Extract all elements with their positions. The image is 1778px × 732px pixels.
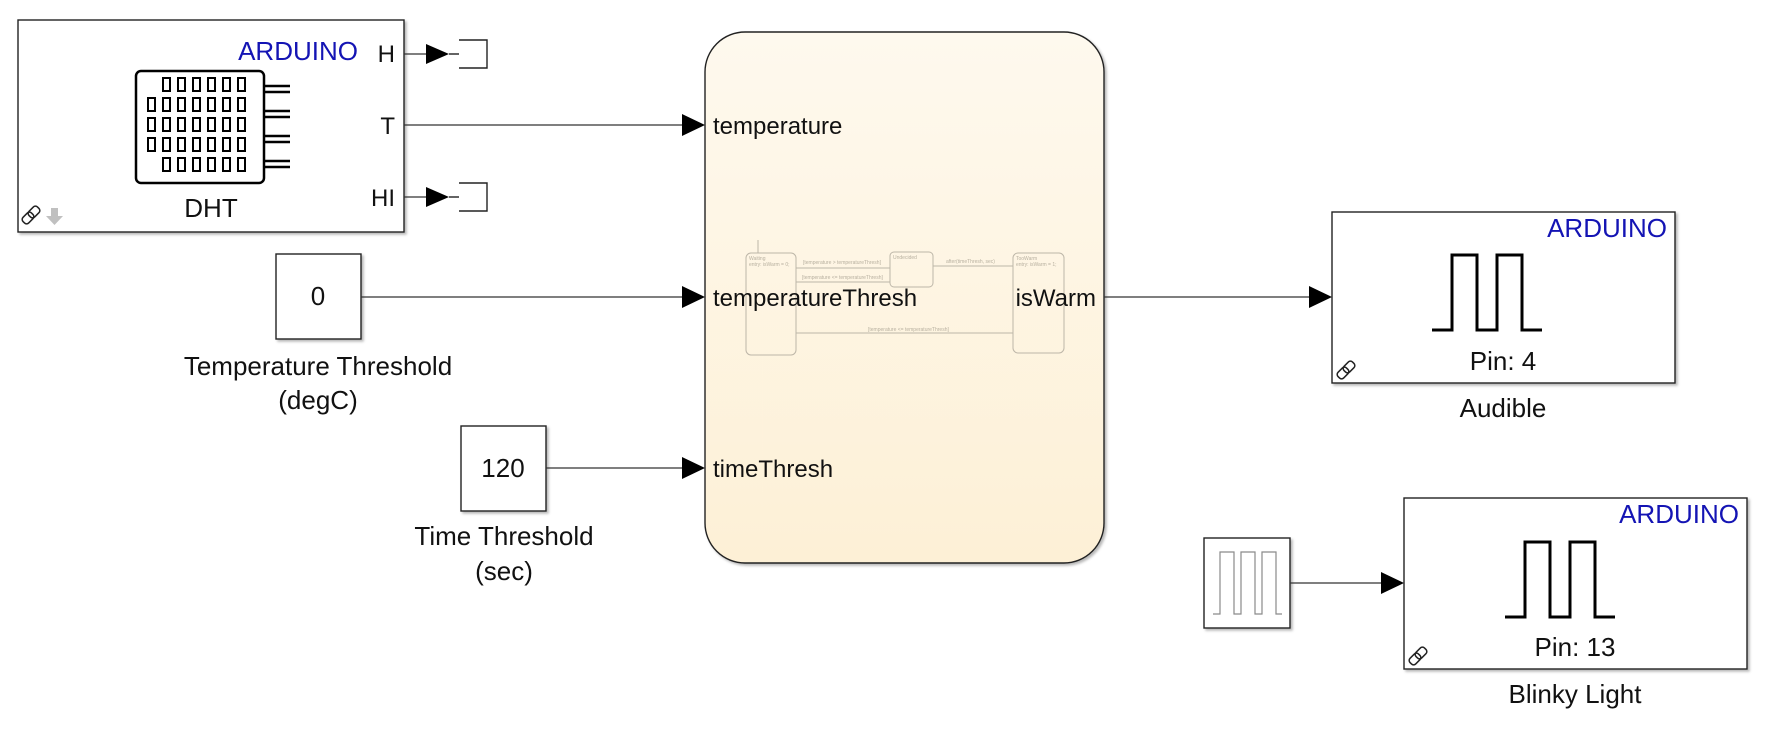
chart-input-temperature-thresh: temperatureThresh xyxy=(713,285,917,312)
svg-text:entry: isWarm = 0;: entry: isWarm = 0; xyxy=(749,262,790,268)
dht-grille-cell xyxy=(207,137,216,152)
arrow-icon xyxy=(426,187,449,207)
dht-grille-cell xyxy=(177,77,186,92)
arrow-icon xyxy=(682,114,705,136)
time-threshold-label-2: (sec) xyxy=(475,556,533,586)
dht-grille-cell xyxy=(162,97,171,112)
dht-grille-cell xyxy=(192,117,201,132)
chart-thumbnail: Waiting entry: isWarm = 0; Undecided Too… xyxy=(745,240,1065,356)
stateflow-chart[interactable]: Waiting entry: isWarm = 0; Undecided Too… xyxy=(704,31,1105,564)
svg-text:TooWarm: TooWarm xyxy=(1016,256,1037,262)
dht-grille-cell xyxy=(147,117,156,132)
arrow-icon xyxy=(682,286,705,308)
signal-temperature[interactable] xyxy=(404,114,705,136)
dht-grille-cell xyxy=(162,137,171,152)
dht-grille-cell xyxy=(237,157,246,172)
blinky-pin: Pin: 13 xyxy=(1535,632,1616,662)
signal-is-warm[interactable] xyxy=(1104,286,1332,308)
dht-grille-cell xyxy=(237,117,246,132)
library-link-icon xyxy=(21,205,41,225)
dht-grille-cell xyxy=(207,117,216,132)
dht-grille-cell xyxy=(207,157,216,172)
dht-grille-cell xyxy=(222,157,231,172)
arrow-icon xyxy=(1309,286,1332,308)
dht-grille-cell xyxy=(222,77,231,92)
audible-pin: Pin: 4 xyxy=(1470,346,1537,376)
dht-grille-cell xyxy=(177,117,186,132)
dht-grille-cell xyxy=(162,157,171,172)
down-arrow-icon xyxy=(46,208,63,225)
library-link-icon xyxy=(1408,646,1428,666)
dht-grille-cell xyxy=(192,97,201,112)
terminator-hi[interactable] xyxy=(404,182,488,212)
svg-text:Undecided: Undecided xyxy=(893,255,917,261)
dht-sensor-icon xyxy=(134,69,290,185)
dht-grille-cell xyxy=(192,137,201,152)
audible-brand: ARDUINO xyxy=(1547,213,1667,243)
audible-label: Audible xyxy=(1460,393,1547,423)
svg-text:[temperature <= temperatureThr: [temperature <= temperatureThresh] xyxy=(802,275,883,281)
arrow-icon xyxy=(1381,572,1404,594)
svg-text:[temperature > temperatureThre: [temperature > temperatureThresh] xyxy=(803,260,882,266)
dht-port-h-label: H xyxy=(378,41,395,68)
temperature-threshold-label-1: Temperature Threshold xyxy=(184,351,452,381)
svg-text:after(timeThresh, sec): after(timeThresh, sec) xyxy=(946,259,995,265)
dht-name: DHT xyxy=(184,193,238,223)
dht-grille-cell xyxy=(222,97,231,112)
dht-grille-cell xyxy=(177,157,186,172)
terminator-h[interactable] xyxy=(404,39,488,69)
dht-grille-cell xyxy=(207,97,216,112)
temperature-threshold-label-2: (degC) xyxy=(278,385,357,415)
temperature-threshold-block[interactable]: 0 Temperature Threshold (degC) xyxy=(184,253,452,415)
dht-grille-cell xyxy=(192,77,201,92)
pulse-icon xyxy=(1432,253,1542,332)
arrow-icon xyxy=(682,457,705,479)
dht-port-hi-label: HI xyxy=(371,185,395,212)
dht-grille-cell xyxy=(222,137,231,152)
audible-block[interactable]: ARDUINO Pin: 4 Audible xyxy=(1331,211,1676,423)
dht-grille-cell xyxy=(237,77,246,92)
dht-grille-cell xyxy=(147,137,156,152)
time-threshold-block[interactable]: 120 Time Threshold (sec) xyxy=(414,425,594,586)
blinky-light-block[interactable]: ARDUINO Pin: 13 Blinky Light xyxy=(1403,497,1748,709)
dht-grille-cell xyxy=(192,157,201,172)
svg-text:[temperature <= temperatureThr: [temperature <= temperatureThresh] xyxy=(868,327,949,333)
dht-block[interactable]: ARDUINO DHT H T HI xyxy=(17,19,405,233)
chart-input-temperature: temperature xyxy=(713,113,842,140)
dht-grille-cell xyxy=(222,117,231,132)
dht-brand: ARDUINO xyxy=(238,36,358,66)
dht-grille-cell xyxy=(207,77,216,92)
temperature-threshold-value: 0 xyxy=(311,281,325,311)
blinky-brand: ARDUINO xyxy=(1619,499,1739,529)
dht-grille-cell xyxy=(177,137,186,152)
svg-text:entry: isWarm = 1;: entry: isWarm = 1; xyxy=(1016,262,1057,268)
pulse-icon xyxy=(1505,540,1615,619)
svg-text:Waiting: Waiting xyxy=(749,256,766,262)
arrow-icon xyxy=(426,44,449,64)
signal-pulse[interactable] xyxy=(1290,572,1404,594)
library-link-icon xyxy=(1336,360,1356,380)
signal-time-thresh[interactable] xyxy=(546,457,705,479)
dht-grille-cell xyxy=(237,97,246,112)
dht-grille-cell xyxy=(162,77,171,92)
dht-grille-cell xyxy=(177,97,186,112)
dht-grille-cell xyxy=(147,97,156,112)
blinky-label: Blinky Light xyxy=(1509,679,1643,709)
dht-grille-cell xyxy=(237,137,246,152)
chart-input-time-thresh: timeThresh xyxy=(713,456,833,483)
time-threshold-label-1: Time Threshold xyxy=(414,521,593,551)
chart-output-is-warm: isWarm xyxy=(1016,285,1096,312)
time-threshold-value: 120 xyxy=(481,453,524,483)
signal-temperature-thresh[interactable] xyxy=(361,286,705,308)
pulse-generator-icon xyxy=(1213,551,1282,615)
dht-port-t-label: T xyxy=(380,113,395,140)
dht-grille-cell xyxy=(162,117,171,132)
pulse-generator-block[interactable] xyxy=(1203,537,1291,629)
